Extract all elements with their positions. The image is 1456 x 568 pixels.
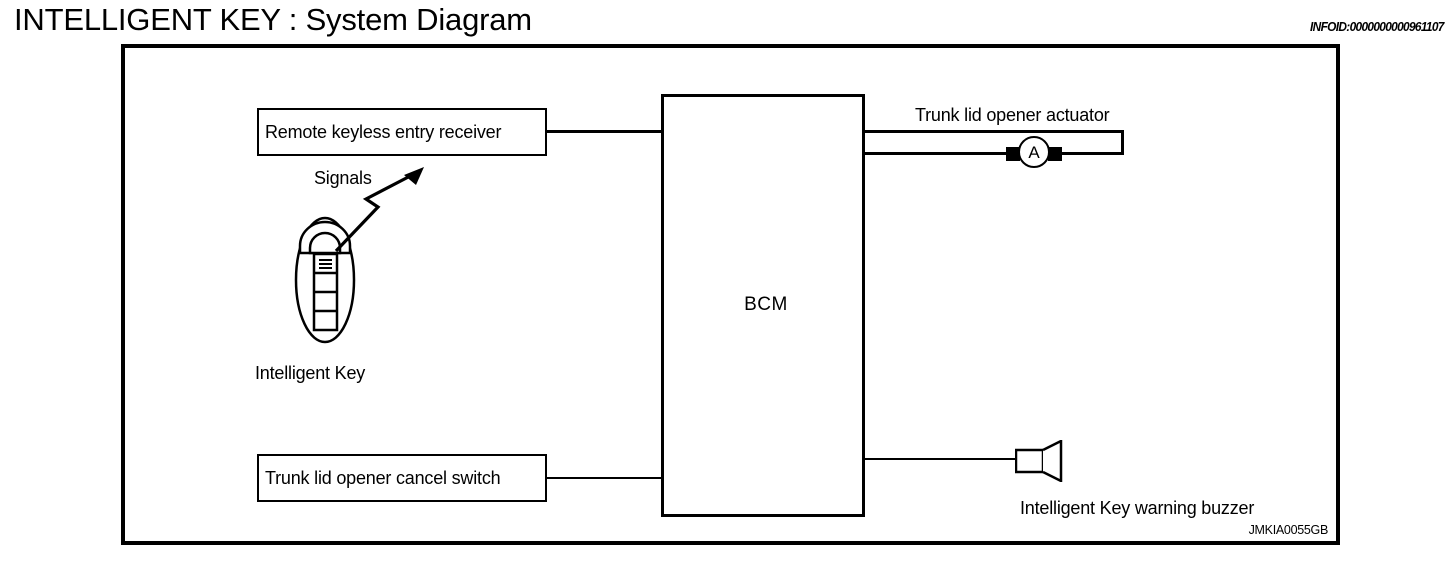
actuator-motor-icon: A xyxy=(1018,136,1050,168)
wire-cancel-switch-to-bcm xyxy=(547,477,664,479)
trunk-lid-opener-cancel-switch-box: Trunk lid opener cancel switch xyxy=(257,454,547,502)
trunk-lid-opener-cancel-switch-label: Trunk lid opener cancel switch xyxy=(265,468,501,488)
trunk-lid-opener-actuator-symbol: A xyxy=(1006,136,1062,172)
figure-code-label: JMKIA0055GB xyxy=(1248,523,1329,537)
bcm-block: BCM xyxy=(661,94,865,517)
wire-actuator-to-loop-right xyxy=(1058,152,1124,155)
signals-label: Signals xyxy=(314,168,372,188)
buzzer-horn-icon xyxy=(1014,438,1063,484)
page-title: INTELLIGENT KEY : System Diagram xyxy=(14,2,532,37)
actuator-terminal-left xyxy=(1006,147,1020,161)
intelligent-key-warning-buzzer-label: Intelligent Key warning buzzer xyxy=(1020,498,1255,518)
wire-receiver-to-bcm xyxy=(547,130,664,133)
infoid-label: INFOID:0000000000961107 xyxy=(1310,20,1444,34)
trunk-lid-opener-actuator-label: Trunk lid opener actuator xyxy=(915,105,1110,125)
system-diagram-frame: BCM Remote keyless entry receiver Trunk … xyxy=(121,44,1340,545)
signal-transmission-arrow-icon xyxy=(330,163,450,258)
actuator-terminal-right xyxy=(1048,147,1062,161)
wire-actuator-loop-right xyxy=(1121,130,1124,154)
wire-bcm-to-actuator-upper xyxy=(862,130,1124,133)
lightning-arrow xyxy=(334,167,424,253)
intelligent-key-warning-buzzer-icon xyxy=(1014,438,1069,484)
remote-keyless-entry-receiver-label: Remote keyless entry receiver xyxy=(265,122,502,142)
wire-bcm-to-buzzer xyxy=(862,458,1017,460)
remote-keyless-entry-receiver-box: Remote keyless entry receiver xyxy=(257,108,547,156)
wire-bcm-to-actuator-lower-left xyxy=(862,152,1009,155)
bcm-label: BCM xyxy=(744,294,788,315)
intelligent-key-label: Intelligent Key xyxy=(255,363,366,383)
